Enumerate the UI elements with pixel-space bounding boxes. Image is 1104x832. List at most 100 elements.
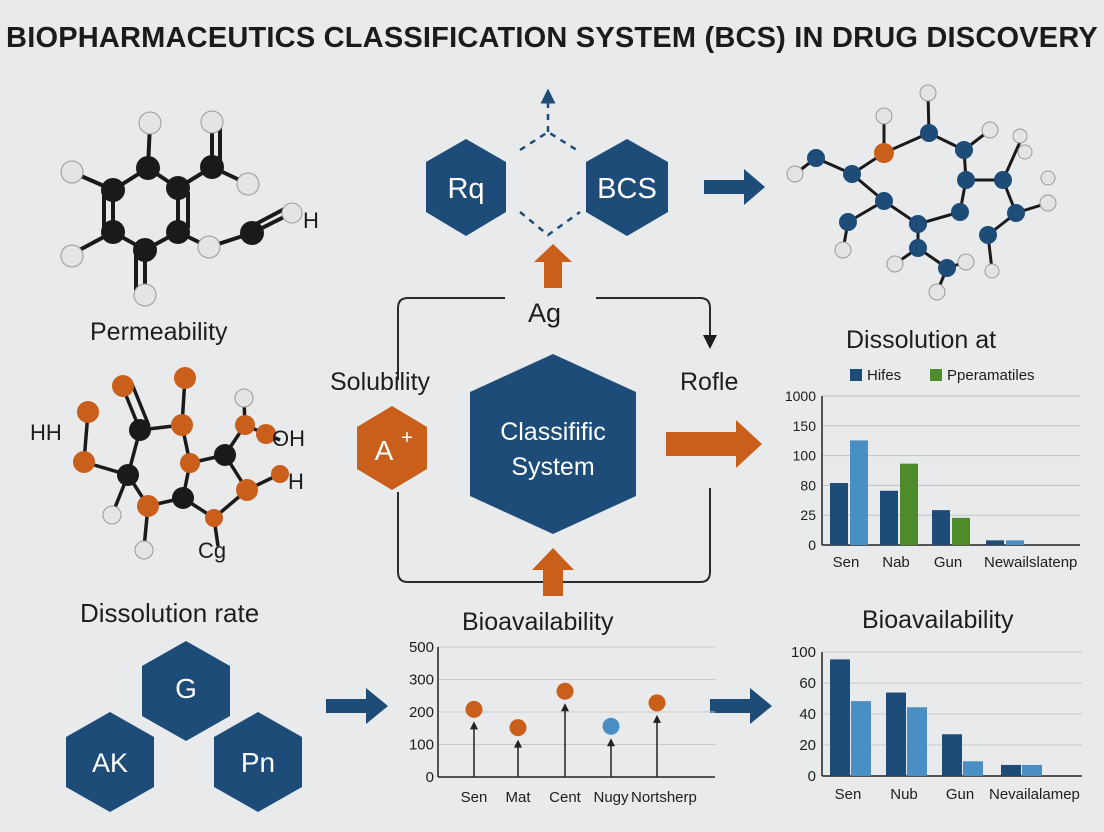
label-ag: Ag — [528, 298, 562, 328]
data-point — [602, 717, 620, 735]
molecule-label-cg: Cg — [198, 538, 226, 563]
molecule-benzene: H — [60, 110, 319, 307]
hexagon-a-label: A — [375, 435, 394, 466]
x-tick-label: Gun — [946, 786, 974, 803]
x-tick-label: Nab — [882, 554, 910, 571]
center-label-line1: Classifific — [500, 418, 606, 446]
bar — [880, 490, 898, 545]
bar — [830, 659, 850, 776]
hexagon-rq: Rq — [426, 139, 506, 236]
molecule-orange: HH OH H Cg — [30, 367, 305, 563]
orange-up-arrow-top — [534, 244, 572, 288]
hexagon-g: G — [142, 641, 230, 741]
bar — [952, 517, 970, 545]
y-tick-label: 500 — [409, 639, 434, 656]
hexagon-ak-label: AK — [92, 748, 128, 778]
navy-arrow-bottom-left — [326, 688, 388, 724]
y-tick-label: 1000 — [785, 388, 816, 404]
x-tick-label: Sen — [833, 554, 860, 571]
bar — [900, 463, 918, 545]
legend-swatch — [850, 369, 862, 381]
data-point — [465, 700, 483, 718]
data-point — [556, 682, 574, 700]
data-point — [509, 719, 527, 737]
y-tick-label: 25 — [800, 507, 816, 523]
orange-right-arrow — [666, 420, 762, 468]
y-tick-label: 200 — [409, 704, 434, 721]
legend-swatch — [930, 369, 942, 381]
y-tick-label: 100 — [409, 737, 434, 754]
label-dissolution-rate: Dissolution rate — [80, 598, 260, 628]
data-point — [648, 694, 666, 712]
hexagon-classification-system[interactable]: Classifific System — [470, 354, 636, 534]
legend-label: Hifes — [867, 367, 901, 384]
legend-label: Pperamatiles — [947, 367, 1035, 384]
x-tick-label: Nevailalamep — [989, 786, 1080, 803]
bar — [986, 540, 1004, 545]
x-tick-label: Gun — [934, 554, 962, 571]
y-tick-label: 100 — [791, 644, 816, 661]
y-tick-label: 80 — [800, 477, 816, 493]
y-tick-label: 100 — [793, 448, 817, 464]
bar — [907, 707, 927, 776]
stem-arrowhead — [470, 721, 478, 730]
label-rofle: Rofle — [680, 368, 739, 396]
x-tick-label: Nugy — [593, 789, 629, 806]
bar — [942, 734, 962, 776]
x-tick-label: Sen — [461, 789, 488, 806]
x-tick-label: Mat — [505, 789, 531, 806]
molecule-label-hh: HH — [30, 420, 62, 445]
bar — [830, 483, 848, 545]
y-tick-label: 40 — [799, 706, 816, 723]
stem-arrowhead — [607, 738, 615, 747]
page-title: BIOPHARMACEUTICS CLASSIFICATION SYSTEM (… — [6, 22, 1098, 54]
label-solubility: Solubility — [330, 368, 431, 396]
x-tick-label: Sen — [835, 786, 862, 803]
y-tick-label: 150 — [793, 418, 817, 434]
hexagon-bcs: BCS — [586, 139, 668, 236]
bar — [850, 440, 868, 545]
navy-arrow-top-right — [704, 169, 765, 205]
dashed-connector — [519, 88, 581, 237]
label-permeability: Permeability — [90, 318, 228, 346]
bar — [963, 761, 983, 776]
molecule-navy — [786, 84, 1057, 301]
label-bioavailability-right: Bioavailability — [862, 606, 1014, 634]
label-bioavailability-mid: Bioavailability — [462, 608, 614, 636]
y-tick-label: 0 — [808, 768, 816, 785]
stem-arrowhead — [653, 714, 661, 723]
hexagon-a-sup: + — [401, 427, 413, 449]
hexagon-pn-label: Pn — [241, 747, 275, 778]
hexagon-a-plus: A + — [357, 406, 427, 490]
x-tick-label: Nub — [890, 786, 918, 803]
bar — [851, 701, 871, 776]
center-label-line2: System — [511, 453, 594, 481]
hexagon-bcs-label: BCS — [597, 173, 657, 205]
y-tick-label: 300 — [409, 672, 434, 689]
hexagon-g-label: G — [175, 673, 197, 704]
bar — [886, 692, 906, 776]
y-tick-label: 0 — [808, 537, 816, 553]
hexagon-pn: Pn — [214, 712, 302, 812]
y-tick-label: 60 — [799, 675, 816, 692]
x-tick-label: Nortsherp — [631, 789, 697, 806]
x-tick-label: Newailslatenp — [984, 554, 1077, 571]
bar — [1006, 540, 1024, 545]
molecule-label-h-top: H — [303, 208, 319, 233]
orange-up-arrow-bottom — [532, 548, 574, 596]
molecule-label-oh: OH — [272, 426, 305, 451]
stem-arrowhead — [561, 703, 569, 712]
navy-arrow-bottom-right — [710, 688, 772, 724]
stem-arrowhead — [514, 739, 522, 748]
hexagon-rq-label: Rq — [447, 173, 484, 205]
bar — [1022, 764, 1042, 776]
y-tick-label: 20 — [799, 737, 816, 754]
hexagon-ak: AK — [66, 712, 154, 812]
bar — [1001, 764, 1021, 776]
x-tick-label: Cent — [549, 789, 582, 806]
y-tick-label: 0 — [426, 769, 434, 786]
